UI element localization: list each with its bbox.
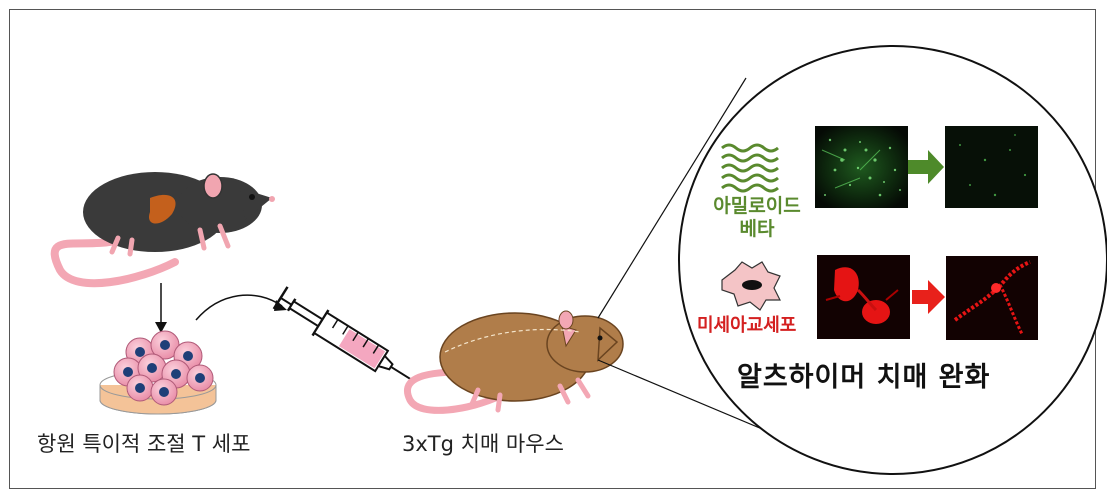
down-arrow <box>155 283 167 333</box>
amyloid-beta-label-line2: 베타 <box>697 218 817 241</box>
microglia-image-after <box>946 256 1038 340</box>
amyloid-beta-label-line1: 아밀로이드 <box>697 195 817 218</box>
amyloid-image-after <box>945 126 1038 208</box>
treg-dish <box>100 331 216 414</box>
amyloid-beta-label: 아밀로이드 베타 <box>697 195 817 241</box>
result-label: 알츠하이머 치매 완화 <box>737 355 990 394</box>
amyloid-image-before <box>815 126 908 208</box>
donor-mouse <box>55 172 275 283</box>
recipient-mouse <box>407 311 623 410</box>
syringe <box>273 285 420 393</box>
treg-cells-label: 항원 특이적 조절 T 세포 <box>37 428 250 458</box>
microglia-label: 미세아교세포 <box>697 311 796 337</box>
microglia-image-before <box>817 255 910 339</box>
mouse-model-label: 3xTg 치매 마우스 <box>402 428 564 458</box>
